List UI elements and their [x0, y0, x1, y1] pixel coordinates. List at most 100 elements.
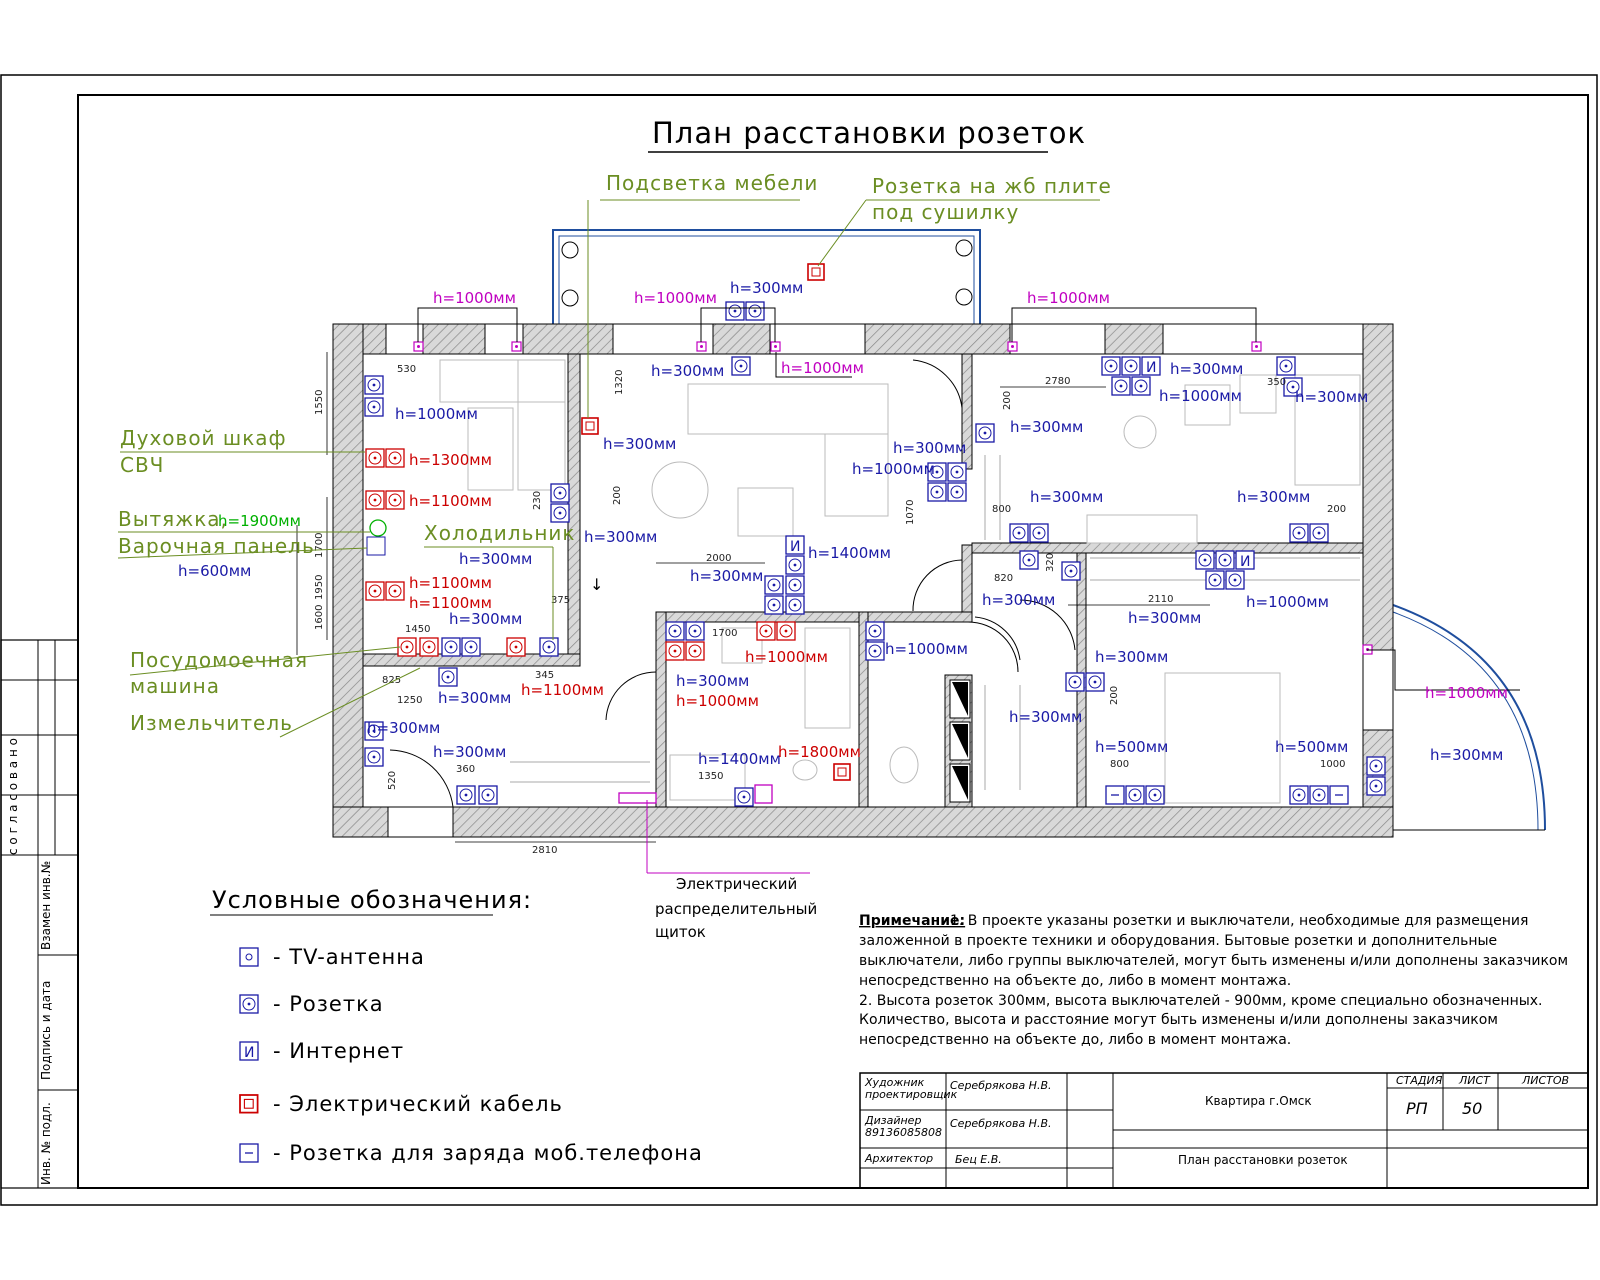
- svg-text:h=1000мм: h=1000мм: [676, 692, 759, 710]
- svg-text:Измельчитель: Измельчитель: [130, 711, 293, 735]
- svg-text:Серебрякова Н.В.: Серебрякова Н.В.: [950, 1079, 1052, 1092]
- phone-charger-icon: [239, 1143, 259, 1163]
- svg-text:Примечание:: Примечание:: [859, 913, 965, 929]
- svg-text:щиток: щиток: [655, 923, 706, 941]
- svg-text:h=300мм: h=300мм: [367, 719, 440, 737]
- svg-text:2110: 2110: [1148, 594, 1173, 605]
- svg-text:h=300мм: h=300мм: [1030, 488, 1103, 506]
- svg-text:h=1100мм: h=1100мм: [521, 681, 604, 699]
- svg-text:h=1100мм: h=1100мм: [409, 594, 492, 612]
- svg-text:h=600мм: h=600мм: [178, 562, 251, 580]
- legend: Условные обозначения: - TV-антенна - Роз…: [210, 886, 703, 1165]
- height-labels: h=1000мм h=1000мм h=300мм h=1000мм h=300…: [367, 279, 1508, 768]
- svg-text:СВЧ: СВЧ: [120, 453, 164, 477]
- svg-text:h=300мм: h=300мм: [459, 550, 532, 568]
- furniture: [439, 359, 1361, 804]
- svg-text:h=300мм: h=300мм: [1095, 648, 1168, 666]
- svg-text:Духовой шкаф: Духовой шкаф: [120, 426, 287, 450]
- svg-text:530: 530: [397, 364, 416, 375]
- dimension-labels: 530 1320 1550 230 200 1070 2000 1700 195…: [314, 364, 1346, 856]
- svg-text:распределительный: распределительный: [655, 900, 817, 918]
- svg-text:1600: 1600: [314, 605, 325, 630]
- sockets: ↓: [364, 263, 1386, 807]
- legend-socket: - Розетка: [273, 992, 384, 1016]
- svg-text:РП: РП: [1406, 1099, 1428, 1118]
- agreed-label: с о г л а с о в а н о: [6, 738, 20, 855]
- svg-text:1320: 1320: [614, 370, 625, 395]
- svg-text:Посудомоечная: Посудомоечная: [130, 648, 308, 672]
- svg-text:h=1000мм: h=1000мм: [433, 289, 516, 307]
- svg-text:h=1000мм: h=1000мм: [852, 460, 935, 478]
- svg-text:h=1800мм: h=1800мм: [778, 743, 861, 761]
- svg-text:h=1100мм: h=1100мм: [409, 492, 492, 510]
- svg-text:1700: 1700: [314, 533, 325, 558]
- svg-text:h=1300мм: h=1300мм: [409, 451, 492, 469]
- svg-text:820: 820: [994, 573, 1013, 584]
- svg-text:825: 825: [382, 675, 401, 686]
- balcony-top: [552, 229, 981, 326]
- svg-text:h=1000мм: h=1000мм: [1425, 684, 1508, 702]
- svg-text:h=300мм: h=300мм: [730, 279, 803, 297]
- svg-text:h=300мм: h=300мм: [1009, 708, 1082, 726]
- svg-text:h=1000мм: h=1000мм: [745, 648, 828, 666]
- svg-text:h=300мм: h=300мм: [584, 528, 657, 546]
- svg-text:Подсветка мебели: Подсветка мебели: [606, 171, 818, 195]
- notes: Примечание: 1. В проекте указаны розетки…: [859, 913, 1568, 1048]
- svg-text:заложенной в проекте техники и: заложенной в проекте техники и оборудова…: [859, 933, 1497, 949]
- internet-icon: [239, 1041, 259, 1062]
- svg-text:Квартира г.Омск: Квартира г.Омск: [1205, 1094, 1312, 1108]
- svg-text:1. В проекте указаны розетки и: 1. В проекте указаны розетки и выключате…: [950, 913, 1528, 929]
- legend-cable: - Электрический кабель: [273, 1092, 563, 1116]
- svg-text:50: 50: [1462, 1099, 1482, 1118]
- svg-text:h=300мм: h=300мм: [1295, 388, 1368, 406]
- svg-text:h=500мм: h=500мм: [1275, 738, 1348, 756]
- svg-text:230: 230: [532, 491, 543, 510]
- svg-text:h=1000мм: h=1000мм: [1027, 289, 1110, 307]
- svg-text:под сушилку: под сушилку: [872, 200, 1019, 224]
- svg-text:h=300мм: h=300мм: [603, 435, 676, 453]
- svg-text:360: 360: [456, 764, 475, 775]
- svg-text:h=1000мм: h=1000мм: [634, 289, 717, 307]
- callouts: Подсветка мебели Розетка на жб плите под…: [117, 171, 1112, 941]
- svg-text:Художник: Художник: [864, 1076, 925, 1089]
- legend-charger: - Розетка для заряда моб.телефона: [273, 1141, 703, 1165]
- svg-text:Архитектор: Архитектор: [864, 1152, 933, 1165]
- svg-text:800: 800: [1110, 759, 1129, 770]
- svg-text:2. Высота розеток 300мм, высот: 2. Высота розеток 300мм, высота выключат…: [859, 993, 1543, 1009]
- svg-text:СТАДИЯ: СТАДИЯ: [1396, 1074, 1443, 1087]
- svg-text:Электрический: Электрический: [676, 875, 797, 893]
- svg-text:1250: 1250: [397, 695, 422, 706]
- svg-text:1550: 1550: [314, 390, 325, 415]
- svg-text:h=300мм: h=300мм: [676, 672, 749, 690]
- svg-text:h=1000мм: h=1000мм: [885, 640, 968, 658]
- svg-text:Дизайнер: Дизайнер: [864, 1114, 921, 1127]
- svg-text:375: 375: [551, 595, 570, 606]
- outer-frame: [0, 74, 1598, 1206]
- svg-text:350: 350: [1267, 377, 1286, 388]
- svg-text:1000: 1000: [1320, 759, 1345, 770]
- svg-text:h=300мм: h=300мм: [1170, 360, 1243, 378]
- svg-text:h=300мм: h=300мм: [433, 743, 506, 761]
- svg-text:h=300мм: h=300мм: [690, 567, 763, 585]
- svg-text:Количество, высота и расстояни: Количество, высота и расстояние могут бы…: [859, 1012, 1498, 1028]
- inv-original-label: Инв. № подл.: [39, 1102, 53, 1185]
- svg-text:h=300мм: h=300мм: [1430, 746, 1503, 764]
- dimension-lines: [296, 352, 1210, 843]
- svg-text:2000: 2000: [706, 553, 731, 564]
- svg-text:непосредственно на объекте до,: непосредственно на объекте до, либо в мо…: [859, 973, 1291, 989]
- side-stamp: с о г л а с о в а н о Взамен инв.№ Подпи…: [0, 639, 79, 1189]
- svg-text:345: 345: [535, 670, 554, 681]
- svg-text:h=1000мм: h=1000мм: [1246, 593, 1329, 611]
- svg-text:h=1400мм: h=1400мм: [808, 544, 891, 562]
- height-brackets: [417, 307, 1520, 691]
- svg-text:h=300мм: h=300мм: [438, 689, 511, 707]
- svg-text:1350: 1350: [698, 771, 723, 782]
- svg-text:Розетка на жб плите: Розетка на жб плите: [872, 174, 1112, 198]
- svg-text:h=300мм: h=300мм: [449, 610, 522, 628]
- svg-text:520: 520: [387, 771, 398, 790]
- svg-text:1700: 1700: [712, 628, 737, 639]
- svg-text:h=300мм: h=300мм: [651, 362, 724, 380]
- svg-text:h=1000мм: h=1000мм: [1159, 387, 1242, 405]
- legend-title: Условные обозначения:: [212, 886, 532, 914]
